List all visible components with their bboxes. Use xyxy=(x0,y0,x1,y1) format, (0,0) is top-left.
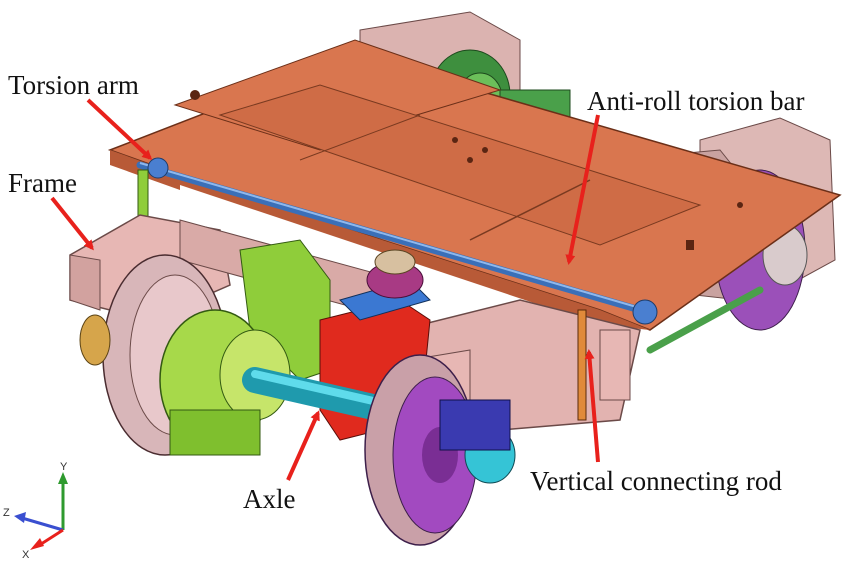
label-torsion-arm: Torsion arm xyxy=(8,70,139,100)
torsion-arm-part xyxy=(137,169,149,221)
triad-x-label: X xyxy=(22,549,30,561)
annotation-arrows xyxy=(50,98,600,481)
damper-rod xyxy=(646,286,764,354)
gearbox xyxy=(159,239,331,456)
frame-arrow xyxy=(50,196,94,251)
label-vertical-connecting-rod: Vertical connecting rod xyxy=(530,466,782,496)
anti-roll-torsion-bar xyxy=(136,157,658,325)
axis-triad: Y Z X xyxy=(3,461,68,561)
torsion-arm-arrow xyxy=(86,98,153,161)
anti-roll-torsion-bar-arrow xyxy=(565,114,600,265)
axle-arrow xyxy=(286,410,320,481)
triad-y-label: Y xyxy=(60,461,68,473)
label-frame: Frame xyxy=(8,168,77,198)
vertical-connecting-rod-part xyxy=(577,309,631,421)
label-axle: Axle xyxy=(243,484,296,514)
triad-z-label: Z xyxy=(3,507,10,519)
label-anti-roll-torsion-bar: Anti-roll torsion bar xyxy=(587,86,805,116)
axle-box xyxy=(439,399,516,484)
vertical-connecting-rod-arrow xyxy=(584,349,600,463)
